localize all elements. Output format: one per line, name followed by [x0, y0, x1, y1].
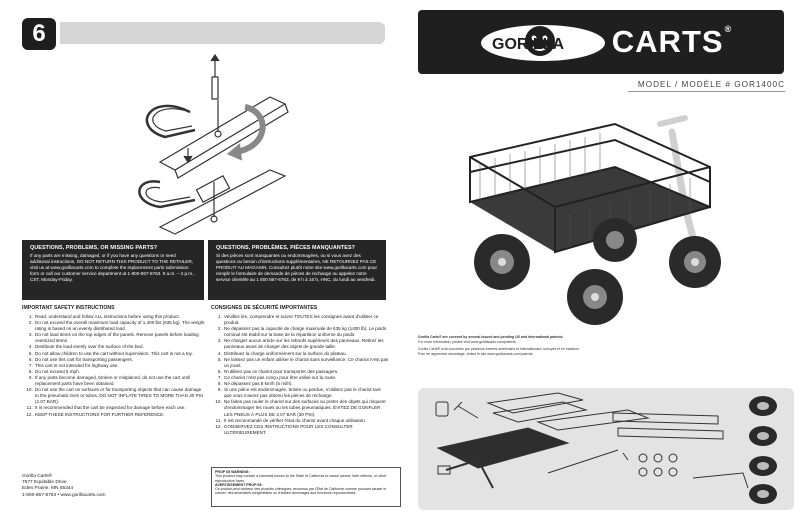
safety-item: Il est recommandé de vérifier l'état du … — [223, 418, 389, 424]
safety-list-english: Read, understand and follow ALL instruct… — [22, 314, 205, 418]
patent-line-french: Gorilla Carts® sont couvertes par plusie… — [418, 347, 580, 351]
parts-diagram-panel — [418, 388, 794, 510]
safety-item: Do not use the cart on surfaces or for t… — [34, 387, 205, 405]
safety-item: Distribuez la charge uniformément sur la… — [223, 351, 389, 357]
model-number: MODEL / MODÈLE # GOR1400C — [637, 80, 785, 89]
safety-title-french: CONSIGNES DE SÉCURITÉ IMPORTANTES — [211, 305, 318, 311]
safety-item: KEEP THESE INSTRUCTIONS FOR FURTHER REFE… — [34, 412, 205, 418]
patent-line-french: Pour en apprendre davantage, visitez le … — [418, 351, 533, 356]
safety-item: Ce chariot n'est pas conçu pour être uti… — [223, 375, 389, 381]
safety-item: This cart is not intended for highway us… — [34, 363, 205, 369]
address-line: 7677 Equitable Drive — [22, 480, 67, 486]
prop65-warning-box: PROP 65 WARNING: This product may contai… — [211, 467, 401, 507]
safety-item: Read, understand and follow ALL instruct… — [34, 314, 205, 320]
contact-title-french: QUESTIONS, PROBLÈMES, PIÈCES MANQUANTES? — [216, 245, 356, 251]
prop65-text-french: Ce produit peut contenir des produits ch… — [215, 487, 387, 496]
parts-diagram-illustration — [435, 392, 777, 504]
contact-body-french: Si des pièces sont manquantes ou endomma… — [216, 253, 378, 282]
step-header-bar — [60, 22, 385, 44]
contact-title-english: QUESTIONS, PROBLEMS, OR MISSING PARTS? — [30, 245, 158, 251]
safety-item: Ne faites pas rouler le chariot sur des … — [223, 399, 389, 417]
contact-box-english: QUESTIONS, PROBLEMS, OR MISSING PARTS? I… — [22, 240, 204, 300]
address-line: 1-800-867-6763 • www.gorillacarts.com — [22, 492, 106, 498]
safety-item: It is recommended that the cart be inspe… — [34, 405, 205, 411]
safety-item: Veuillez lire, comprendre et suivre TOUT… — [223, 314, 389, 326]
safety-item: Ne chargez aucun article sur les rebords… — [223, 338, 389, 350]
safety-item: Do not exceed the overall maximum load c… — [34, 320, 205, 332]
safety-item: Do not use this cart for transporting pa… — [34, 357, 205, 363]
step-number-badge: 6 — [22, 18, 56, 50]
prop65-title: PROP 65 WARNING: — [215, 470, 250, 474]
safety-item: Si une pièce est endommagée, brisée ou p… — [223, 387, 389, 399]
contact-body-english: If any parts are missing, damaged, or if… — [30, 253, 195, 282]
brand-name-text: CARTS — [611, 24, 724, 59]
safety-item: Do not allow children to use the cart wi… — [34, 351, 205, 357]
logo-word: GORILLA — [492, 36, 564, 53]
contact-box-french: QUESTIONS, PROBLÈMES, PIÈCES MANQUANTES?… — [208, 240, 386, 300]
safety-instructions-french: CONSIGNES DE SÉCURITÉ IMPORTANTES Veuill… — [211, 305, 389, 436]
patent-line: Gorilla Carts® are covered by several is… — [418, 335, 564, 339]
address-line: Gorilla Carts® — [22, 474, 53, 479]
safety-title-english: IMPORTANT SAFETY INSTRUCTIONS — [22, 305, 115, 311]
safety-item: Ne laissez pas un enfant utiliser le cha… — [223, 357, 389, 369]
address-line: Eden Prairie, MN 55344 — [22, 486, 74, 492]
safety-item: Do not exceed 5 mph. — [34, 369, 205, 375]
safety-item: Do not load items on the top edges of th… — [34, 332, 205, 344]
model-divider — [628, 91, 785, 92]
prop65-title-french: AVERTISSEMENT PROP 65: — [215, 482, 263, 487]
wheel-group — [474, 218, 721, 325]
safety-list-french: Veuillez lire, comprendre et suivre TOUT… — [211, 314, 389, 436]
hitch-assembly-illustration — [138, 53, 289, 235]
patent-notice: Gorilla Carts® are covered by several is… — [418, 335, 618, 356]
company-address: Gorilla Carts® 7677 Equitable Drive Eden… — [22, 474, 106, 499]
prop65-text: This product may contain a chemical know… — [215, 474, 387, 483]
safety-item: Distribute the load evenly over the surf… — [34, 344, 205, 350]
safety-instructions-english: IMPORTANT SAFETY INSTRUCTIONS Read, unde… — [22, 305, 205, 418]
registered-mark: ® — [724, 24, 733, 34]
patent-line: For more information, please visit www.g… — [418, 339, 517, 344]
brand-name: CARTS® — [612, 24, 732, 60]
brand-logo-block: GORILLA CARTS® — [430, 16, 780, 68]
cart-product-illustration — [469, 115, 721, 325]
safety-item: Ne dépassez pas la capacité de charge ma… — [223, 326, 389, 338]
safety-item: CONSERVEZ CES INSTRUCTIONS POUR LES CONS… — [223, 424, 389, 436]
safety-item: If any parts become damaged, broken or m… — [34, 375, 205, 387]
safety-item: N'utilisez pas ce chariot pour transport… — [223, 369, 389, 375]
safety-item: Ne dépassez pas 8 km/h (5 mi/h). — [223, 381, 389, 387]
gorilla-logo-icon: GORILLA — [480, 25, 605, 61]
